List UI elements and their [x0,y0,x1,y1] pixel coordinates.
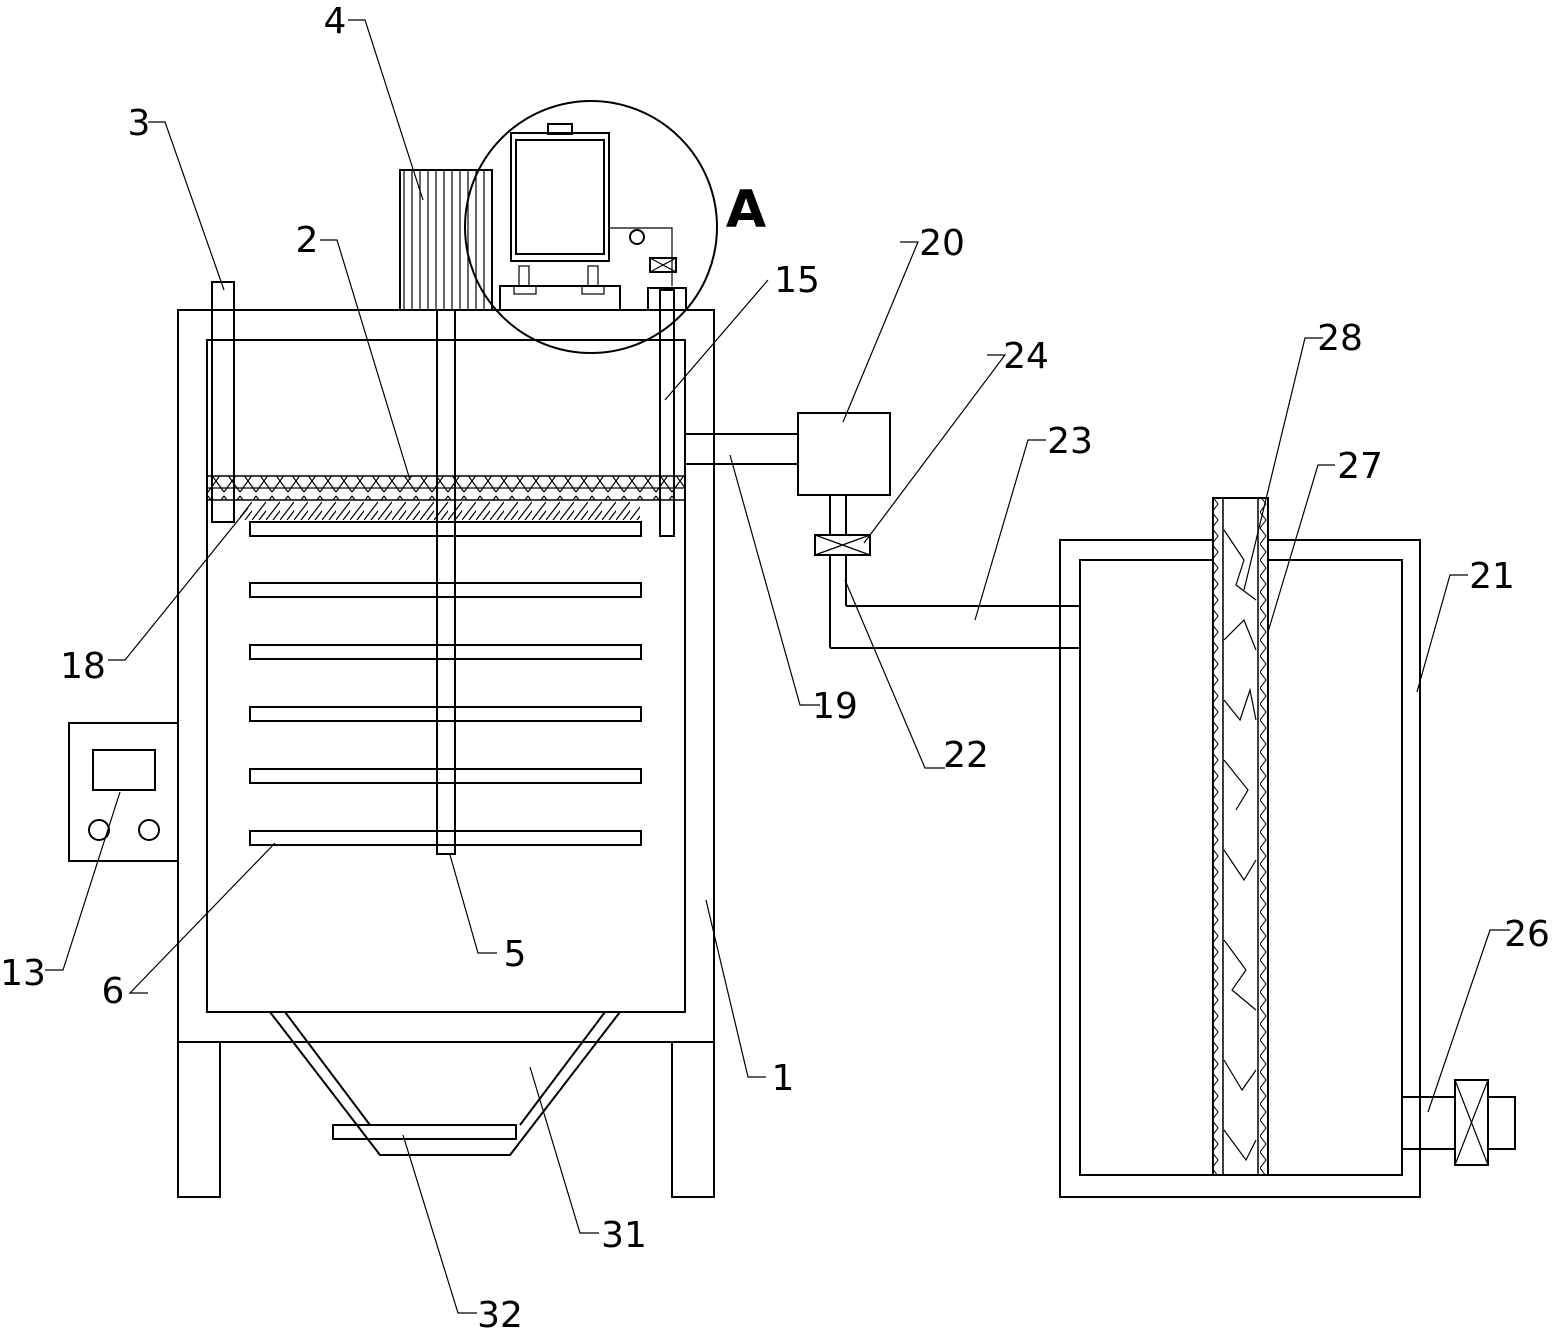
filter-element [1212,497,1269,1176]
tank-leg-right [671,1041,715,1198]
part-label-13: 13 [0,953,46,994]
pump-outlet-pipe [829,495,847,648]
part-label-5: 5 [504,934,527,975]
control-display [92,749,156,791]
stirring-paddles [249,521,642,846]
part-label-1: 1 [772,1058,795,1099]
lifting-rod [211,281,235,523]
valve [814,534,871,556]
part-label-22: 22 [943,735,989,776]
detail-a-label: A [726,180,766,240]
part-label-3: 3 [128,103,151,144]
part-label-19: 19 [812,686,858,727]
detail-a-circle [464,100,718,354]
part-label-2: 2 [296,220,319,261]
part-label-4: 4 [324,1,347,42]
scraper-comb [240,500,640,520]
connecting-pipe [685,433,798,465]
part-label-28: 28 [1317,318,1363,359]
part-label-24: 24 [1003,336,1049,377]
motor [399,169,493,311]
filter-screen [206,475,686,501]
part-label-21: 21 [1469,556,1515,597]
control-panel [68,722,179,862]
part-label-23: 23 [1047,421,1093,462]
control-knob-right [138,819,160,841]
part-label-20: 20 [919,223,965,264]
part-label-31: 31 [601,1215,647,1256]
part-label-15: 15 [774,260,820,301]
main-tank [177,309,715,1198]
transfer-pipe [830,605,1080,649]
drain-valve [1401,1079,1516,1166]
part-label-6: 6 [102,971,125,1012]
part-label-26: 26 [1504,914,1550,955]
part-label-32: 32 [477,1295,523,1335]
tank-leg-left [177,1041,221,1198]
suction-pipe [659,289,675,537]
discharge-plate [332,1124,517,1140]
control-knob-left [88,819,110,841]
pump [797,412,891,496]
part-label-27: 27 [1337,446,1383,487]
part-label-18: 18 [60,646,106,687]
leader-lines [45,19,1510,1314]
detail-a [464,100,718,354]
discharge-hopper [269,1011,621,1156]
